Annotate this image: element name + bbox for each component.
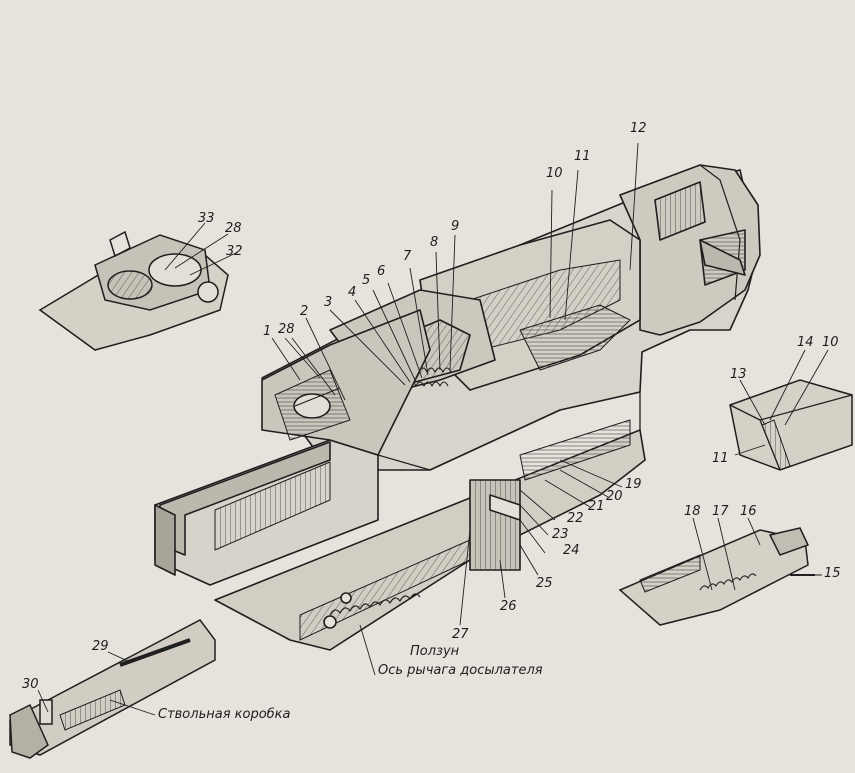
- callout-7: 7: [403, 249, 412, 264]
- lower-right-detail: [618, 527, 815, 626]
- callout-10-detail: 10: [822, 335, 839, 350]
- callout-20: 20: [606, 489, 623, 504]
- callout-13: 13: [730, 367, 747, 382]
- callout-24: 24: [563, 543, 580, 558]
- caption-receiver: Ствольная коробка: [158, 707, 291, 722]
- callout-5: 5: [362, 273, 371, 288]
- callout-28-main: 28: [278, 322, 295, 337]
- callout-1: 1: [263, 324, 272, 339]
- callout-9: 9: [451, 219, 460, 234]
- callout-15: 15: [824, 566, 841, 581]
- callout-8: 8: [430, 235, 439, 250]
- right-detail: [729, 379, 853, 471]
- callout-27: 27: [452, 627, 469, 642]
- callout-23: 23: [552, 527, 569, 542]
- callout-29: 29: [92, 639, 109, 654]
- callout-10: 10: [546, 166, 563, 181]
- callout-11-detail: 11: [712, 451, 729, 466]
- callout-16: 16: [740, 504, 757, 519]
- callout-11: 11: [574, 149, 591, 164]
- callout-26: 26: [500, 599, 517, 614]
- callout-18: 18: [684, 504, 701, 519]
- callout-19: 19: [625, 477, 642, 492]
- callout-17: 17: [712, 504, 729, 519]
- callout-2: 2: [300, 304, 309, 319]
- callout-12: 12: [630, 121, 647, 136]
- caption-slider: Ползун: [410, 644, 460, 659]
- callout-6: 6: [377, 264, 386, 279]
- caption-rammer-lever-axis: Ось рычага досылателя: [378, 663, 543, 678]
- callout-22: 22: [567, 511, 584, 526]
- callout-33: 33: [198, 211, 215, 226]
- leader-lines: [37, 142, 829, 716]
- callout-25: 25: [536, 576, 553, 591]
- callout-3: 3: [324, 295, 333, 310]
- callout-28-detail: 28: [225, 221, 242, 236]
- callout-32: 32: [226, 244, 243, 259]
- receiver-part: [9, 619, 216, 759]
- callout-14: 14: [797, 335, 814, 350]
- callout-21: 21: [588, 499, 605, 514]
- top-left-detail: [38, 230, 229, 351]
- callout-4: 4: [348, 285, 357, 300]
- callout-30: 30: [22, 677, 39, 692]
- main-receiver-assembly: [154, 164, 761, 651]
